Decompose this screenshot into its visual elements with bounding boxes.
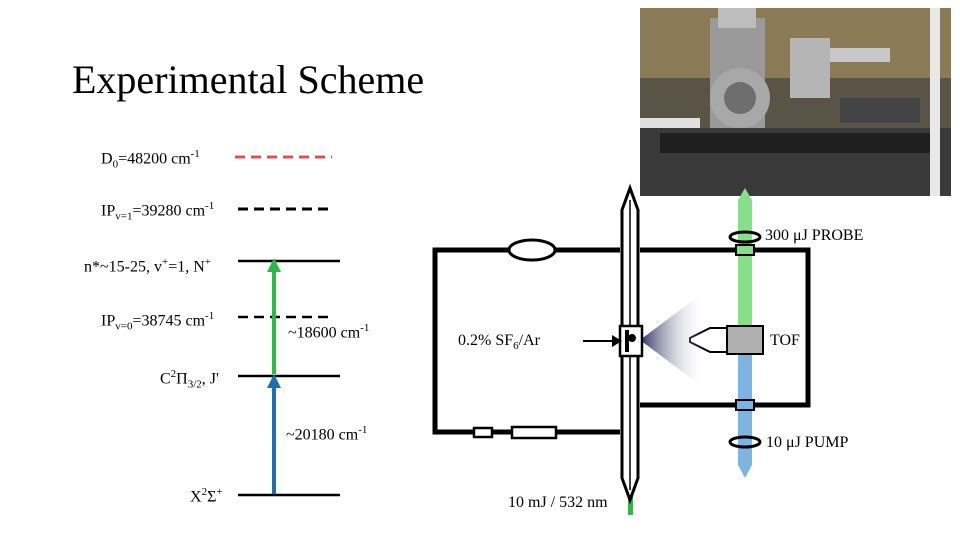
rydberg-label: n*~15-25, v+=1, N+ (84, 256, 211, 276)
probe-beam-tip (738, 188, 752, 200)
page-title: Experimental Scheme (72, 57, 425, 102)
green-arrowhead-icon (267, 258, 281, 272)
probe-label: 300 μJ PROBE (765, 227, 864, 244)
gas-feed-arrowhead-icon (612, 335, 622, 347)
tof-label: TOF (770, 332, 800, 349)
d0-label: D0=48200 cm-1 (101, 148, 200, 171)
lower-transition-label: ~20180 cm-1 (286, 424, 368, 444)
apparatus-photo (640, 8, 951, 196)
pump-lens (728, 435, 762, 449)
pump-beam-tip (738, 465, 752, 478)
frame-long-port (510, 425, 558, 440)
ip0-label: IPv=0=38745 cm-1 (101, 310, 215, 333)
nozzle-orifice (628, 334, 636, 342)
pump-label: 10 μJ PUMP (766, 434, 849, 451)
tof-box (726, 325, 764, 355)
frame-right (640, 247, 811, 408)
ablation-label: 10 mJ / 532 nm (508, 494, 608, 511)
c-state-label: C2Π3/2, J' (160, 368, 219, 391)
probe-port (735, 244, 755, 256)
ip1-label: IPv=1=39280 cm-1 (101, 200, 215, 223)
frame-small-port (472, 426, 494, 439)
probe-beam (738, 200, 752, 340)
blue-arrowhead-icon (267, 374, 281, 388)
probe-lens (728, 230, 762, 244)
nozzle-plate (625, 330, 629, 352)
pump-port (735, 399, 755, 411)
molecular-jet (640, 295, 705, 385)
gas-mixture-label: 0.2% SF6/Ar (458, 332, 540, 353)
x-state-label: X2Σ+ (190, 486, 223, 506)
window-ellipse (507, 238, 557, 262)
upper-transition-label: ~18600 cm-1 (288, 322, 370, 342)
